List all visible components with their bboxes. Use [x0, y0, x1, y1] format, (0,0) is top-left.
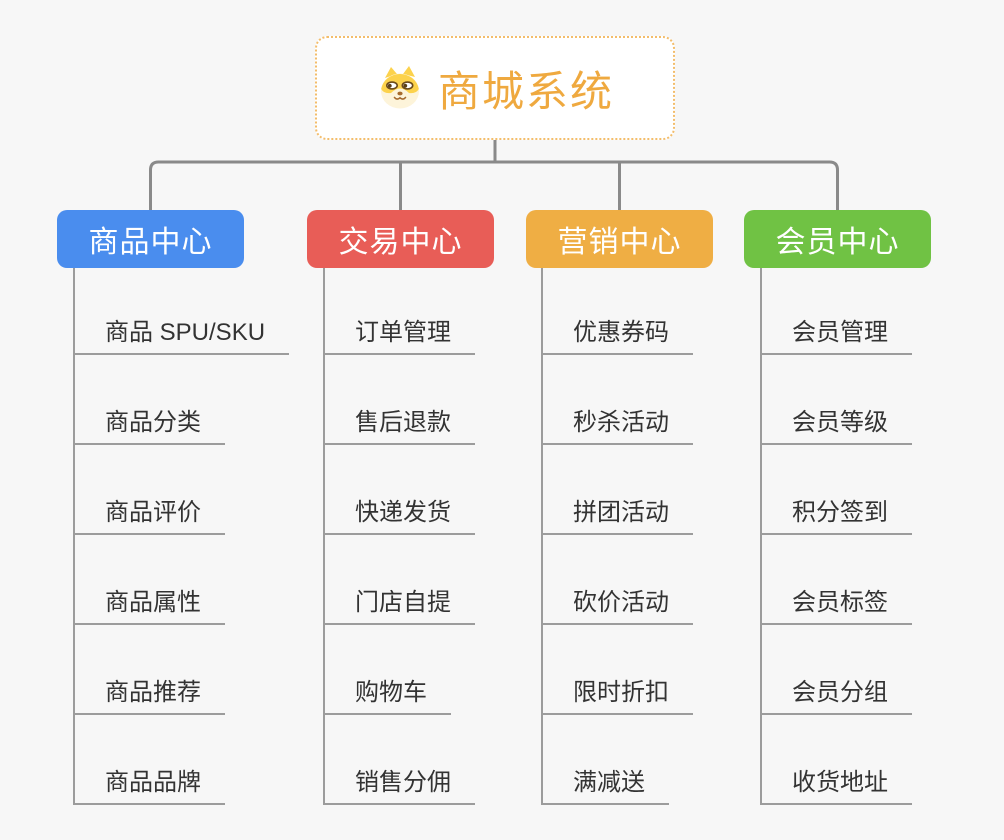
branch-children-trade-center: 订单管理 售后退款 快递发货 门店自提 购物车 销售分佣: [323, 268, 475, 805]
child-node[interactable]: 限时折扣: [543, 625, 693, 715]
branch-label: 会员中心: [775, 226, 900, 259]
child-node[interactable]: 会员等级: [762, 355, 912, 445]
child-node[interactable]: 秒杀活动: [543, 355, 693, 445]
child-node[interactable]: 销售分佣: [325, 715, 475, 805]
child-node[interactable]: 拼团活动: [543, 445, 693, 535]
branch-label: 交易中心: [338, 226, 463, 259]
branch-box-member-center[interactable]: 会员中心: [744, 210, 931, 268]
child-node[interactable]: 会员管理: [762, 268, 912, 355]
child-node[interactable]: 快递发货: [325, 445, 475, 535]
child-node[interactable]: 会员分组: [762, 625, 912, 715]
child-node[interactable]: 商品 SPU/SKU: [75, 268, 290, 355]
root-node-mall-system[interactable]: 商城系统: [315, 36, 675, 140]
child-node[interactable]: 售后退款: [325, 355, 475, 445]
child-node[interactable]: 满减送: [543, 715, 669, 805]
child-node[interactable]: 商品属性: [75, 535, 225, 625]
dog-face-icon: [380, 66, 419, 109]
branch-children-member-center: 会员管理 会员等级 积分签到 会员标签 会员分组 收货地址: [760, 268, 912, 805]
child-node[interactable]: 商品推荐: [75, 625, 225, 715]
child-node[interactable]: 积分签到: [762, 445, 912, 535]
branch-children-marketing-center: 优惠券码 秒杀活动 拼团活动 砍价活动 限时折扣 满减送: [541, 268, 693, 805]
branch-label: 营销中心: [557, 226, 682, 259]
child-node[interactable]: 门店自提: [325, 535, 475, 625]
branch-children-product-center: 商品 SPU/SKU 商品分类 商品评价 商品属性 商品推荐 商品品牌: [73, 268, 290, 805]
root-title: 商城系统: [437, 67, 614, 115]
child-node[interactable]: 购物车: [325, 625, 451, 715]
child-node[interactable]: 商品评价: [75, 445, 225, 535]
child-node[interactable]: 优惠券码: [543, 268, 693, 355]
child-node[interactable]: 收货地址: [762, 715, 912, 805]
child-node[interactable]: 砍价活动: [543, 535, 693, 625]
child-node[interactable]: 会员标签: [762, 535, 912, 625]
branch-box-trade-center[interactable]: 交易中心: [307, 210, 494, 268]
child-node[interactable]: 商品分类: [75, 355, 225, 445]
branch-box-marketing-center[interactable]: 营销中心: [526, 210, 713, 268]
child-node[interactable]: 商品品牌: [75, 715, 225, 805]
branch-box-product-center[interactable]: 商品中心: [57, 210, 244, 268]
child-node[interactable]: 订单管理: [325, 268, 475, 355]
branch-label: 商品中心: [88, 226, 213, 259]
